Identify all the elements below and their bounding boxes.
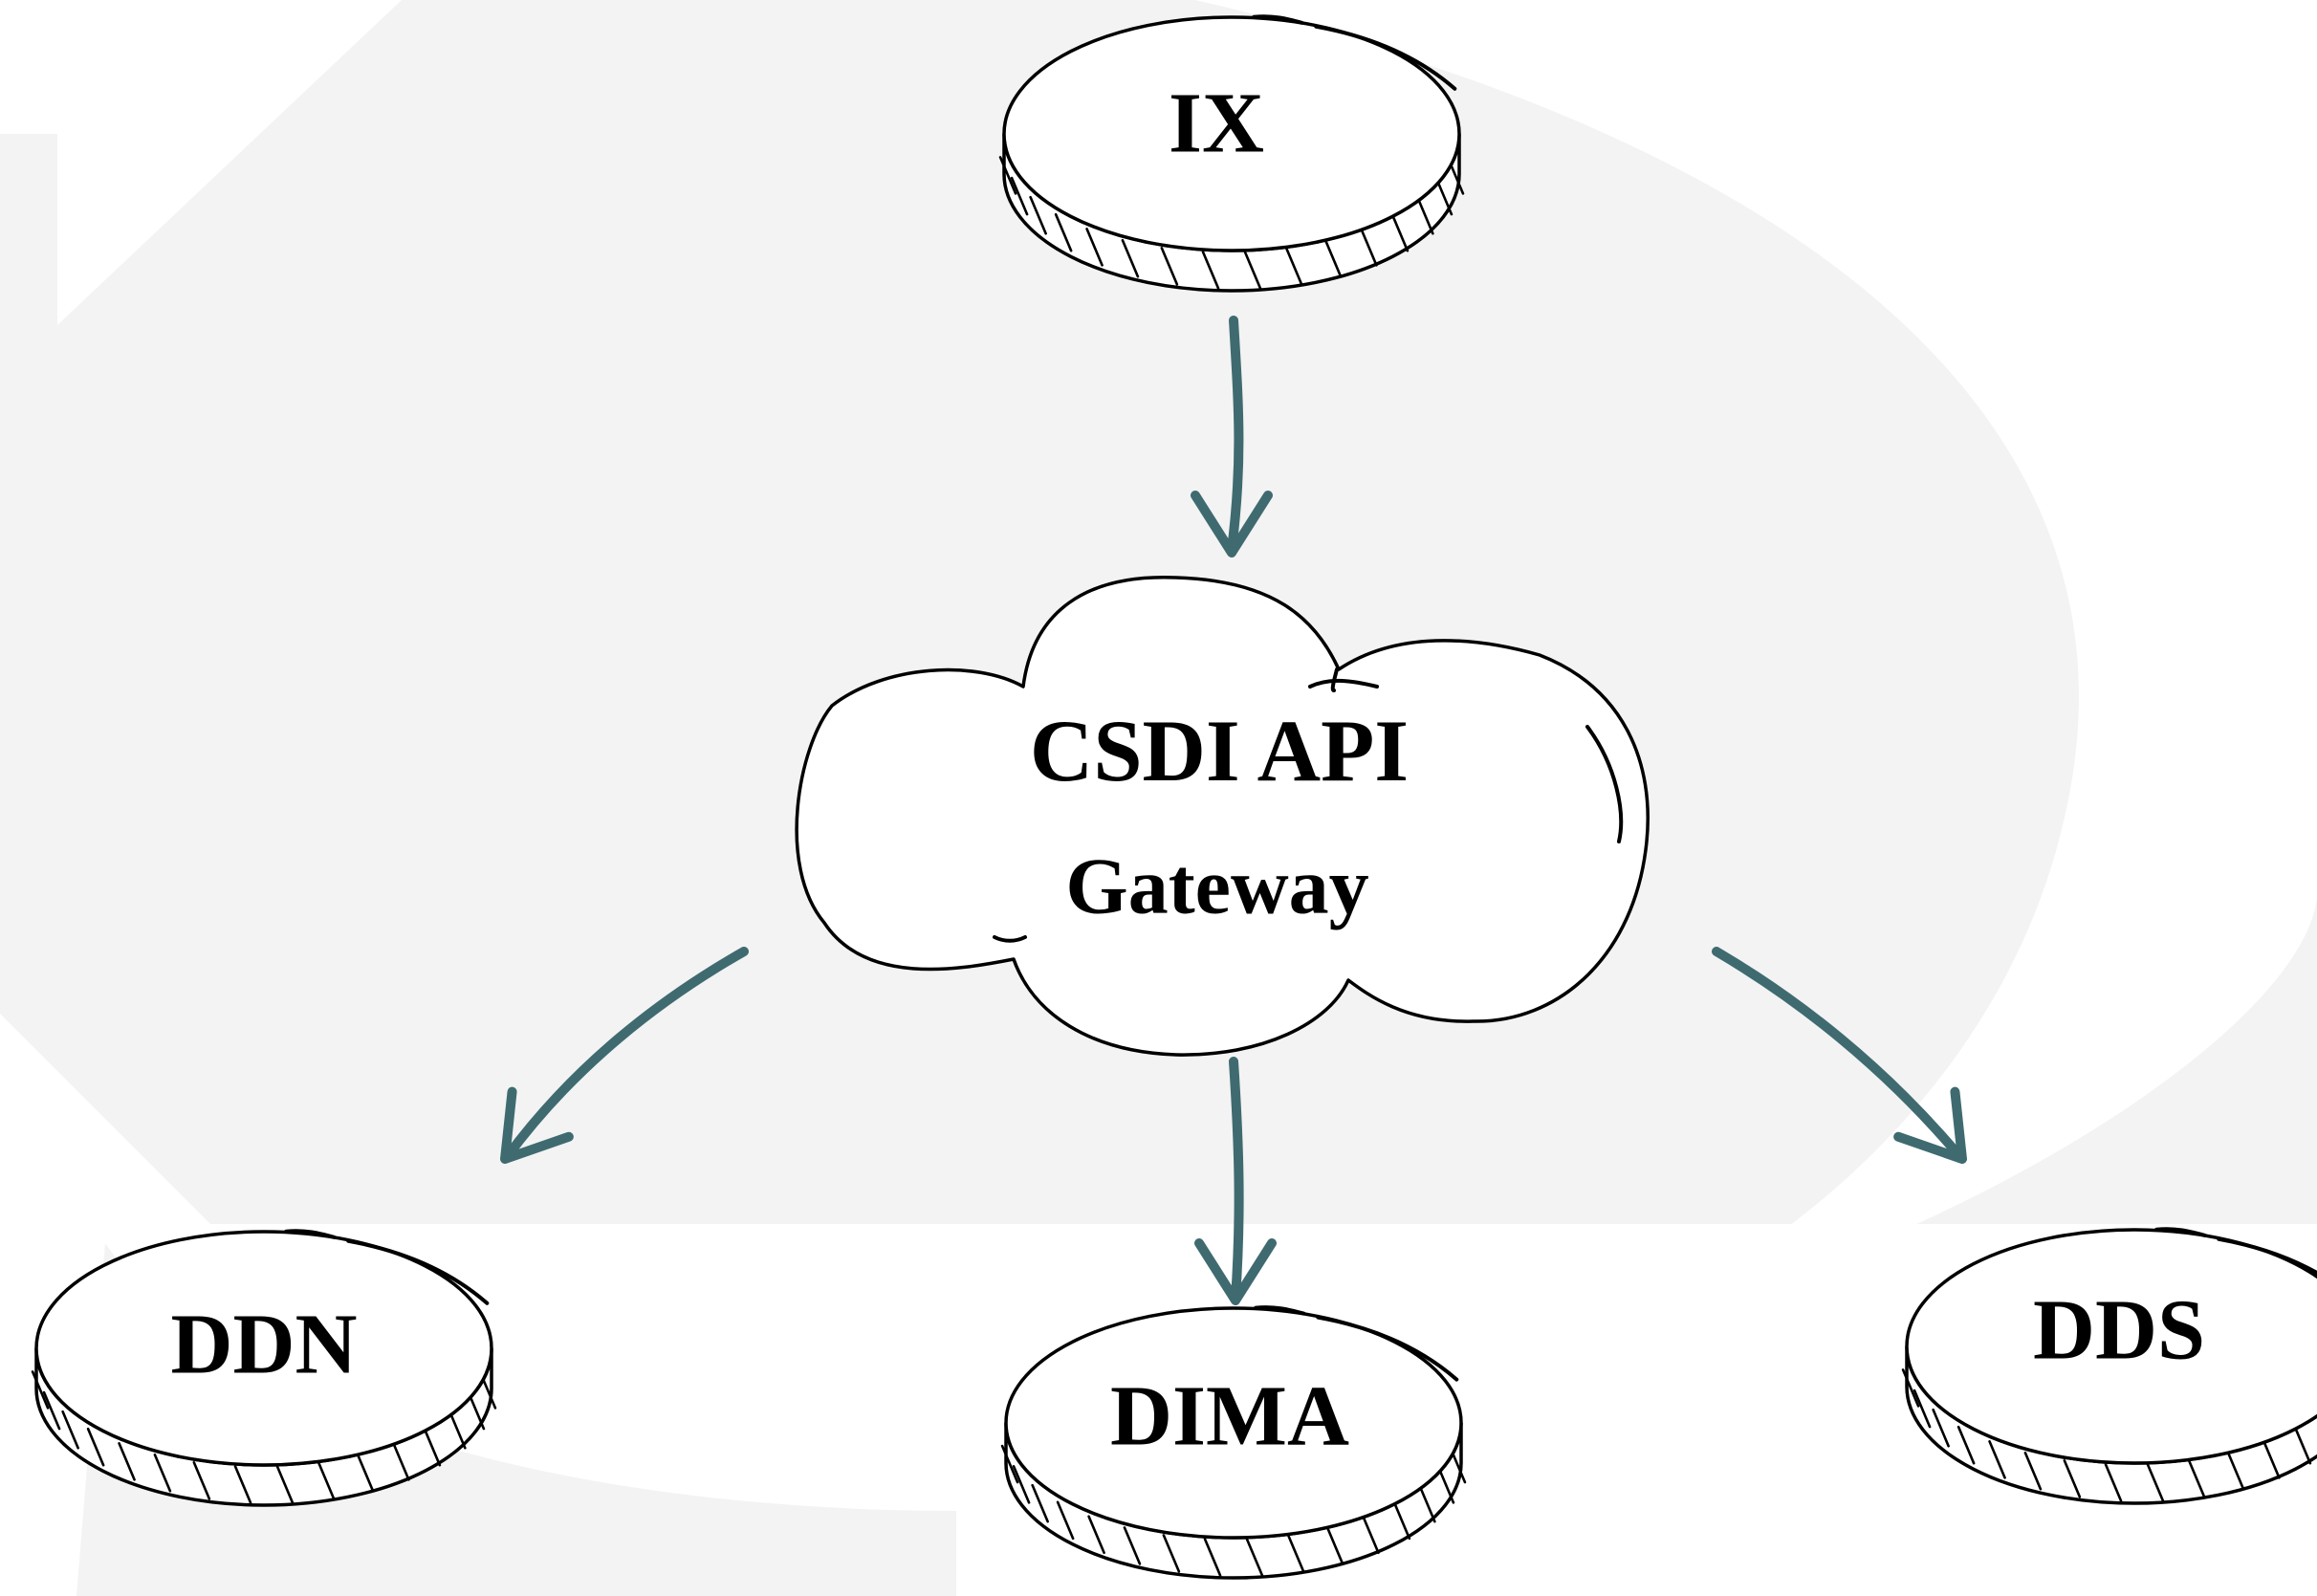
- arrow-head: [1194, 1238, 1277, 1305]
- arrow-head: [500, 1086, 574, 1164]
- dima-label: DIMA: [1110, 1369, 1349, 1464]
- arrow-shaft: [502, 947, 749, 1162]
- dds-label: DDS: [2033, 1283, 2205, 1378]
- gateway-label-line1: CSDI API: [1030, 702, 1409, 799]
- coin-hatching: [31, 1370, 497, 1504]
- arrow-head: [1893, 1086, 1967, 1164]
- arrow-shaft: [1227, 316, 1244, 555]
- ix-coin-node: [998, 14, 1465, 293]
- arrow-gateway-to-dds: [1712, 947, 1967, 1164]
- coin-hatching: [1901, 1368, 2312, 1502]
- arrow-gateway-to-dima: [1194, 1057, 1277, 1305]
- cloud-outline: [795, 576, 1650, 1057]
- dds-coin-node: [1901, 1227, 2317, 1505]
- coins-layer: [31, 14, 2317, 1580]
- arrow-shaft: [1712, 947, 1965, 1162]
- arrows-layer: [500, 316, 1967, 1305]
- ix-label: IX: [1169, 77, 1264, 171]
- ddn-coin-node: [31, 1229, 497, 1507]
- coin-face: [34, 1230, 493, 1467]
- ddn-label: DDN: [171, 1298, 358, 1392]
- arrow-shaft: [1229, 1057, 1244, 1303]
- arrow-ix-to-gateway: [1191, 316, 1273, 558]
- gateway-label-line2: Gateway: [1065, 842, 1368, 930]
- coin-hatching: [998, 156, 1465, 290]
- gateway-cloud-node: CSDI API Gateway: [795, 576, 1650, 1057]
- coin-face: [1002, 15, 1461, 252]
- dima-coin-node: [1000, 1305, 1467, 1580]
- arrow-head: [1191, 491, 1273, 558]
- coin-face: [1905, 1228, 2317, 1465]
- coin-hatching: [1000, 1444, 1467, 1577]
- coin-face: [1004, 1306, 1463, 1540]
- arrow-gateway-to-ddn: [500, 947, 749, 1164]
